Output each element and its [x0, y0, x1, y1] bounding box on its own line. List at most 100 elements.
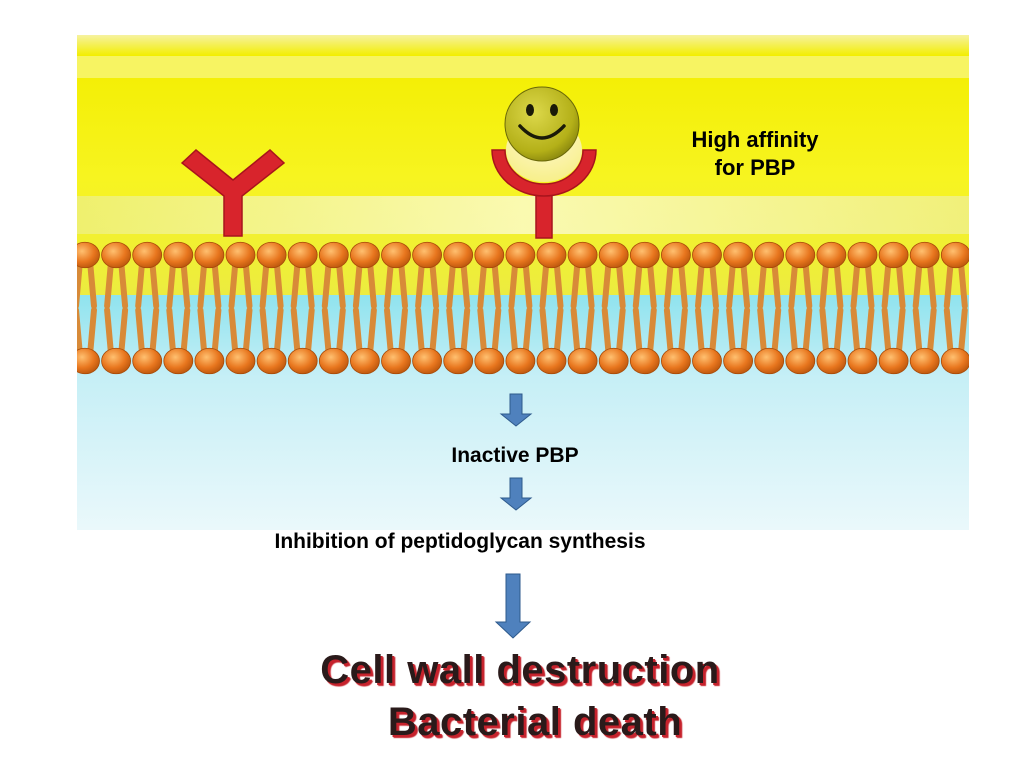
lipid-tail-upper — [508, 258, 533, 309]
lipid-tail-upper — [632, 258, 657, 309]
lipid-tail-lower — [104, 307, 129, 358]
lipid-tail-upper — [757, 258, 782, 309]
lipid-tail-upper — [290, 258, 315, 309]
lipid-tail-lower — [77, 307, 97, 358]
lipid-head-lower — [474, 347, 505, 375]
lipid-head-lower — [723, 347, 753, 375]
lipid-tail-upper — [477, 258, 502, 309]
arrow-down-icon — [494, 573, 532, 639]
lipid-head-upper — [692, 241, 722, 269]
lipid-head-lower — [101, 347, 131, 375]
lipid-head-upper — [536, 241, 567, 269]
lipid-head-lower — [661, 347, 691, 375]
lipid-head-lower — [381, 347, 411, 375]
lipid-head-upper — [754, 241, 785, 269]
lipid-head-lower — [940, 347, 969, 375]
lipid-head-lower — [443, 347, 474, 375]
lipid-head-upper — [101, 241, 131, 269]
lipid-tail-lower — [912, 307, 937, 358]
lipid-tail-lower — [850, 307, 875, 358]
lipid-tail-upper — [726, 258, 751, 309]
lipid-head-upper — [909, 241, 940, 269]
lipid-head-upper — [661, 241, 691, 269]
lipid-tail-lower — [508, 307, 533, 358]
lipid-tail-upper — [321, 258, 346, 309]
lipid-head-lower — [692, 347, 722, 375]
lipid-head-upper — [567, 241, 598, 269]
cytoplasm-region — [77, 295, 969, 530]
lipid-tail-upper — [384, 258, 408, 309]
bacterial-death-heading: Bacterial death — [387, 700, 683, 744]
lipid-head-lower — [349, 347, 380, 375]
periplasm-highlight-band — [77, 56, 969, 78]
lipid-tail-upper — [539, 258, 564, 309]
lipid-tail-lower — [539, 307, 564, 358]
lipid-head-lower — [505, 347, 536, 375]
lipid-tail-lower — [663, 307, 688, 358]
lipid-tail-lower — [290, 307, 315, 358]
lipid-head-upper — [598, 241, 629, 269]
lipid-tail-lower — [570, 307, 595, 358]
lipid-tail-upper — [943, 258, 968, 309]
lipid-tail-lower — [632, 307, 657, 358]
lipid-tail-upper — [197, 258, 222, 309]
lipid-head-lower — [909, 347, 940, 375]
lipid-tail-upper — [446, 258, 471, 309]
lipid-head-lower — [225, 347, 256, 375]
lipid-head-upper — [878, 241, 909, 269]
lipid-head-lower — [287, 347, 318, 375]
lipid-tail-lower — [197, 307, 222, 358]
lipid-tail-lower — [259, 307, 284, 358]
lipid-head-lower — [754, 347, 785, 375]
lipid-tail-upper — [850, 258, 875, 309]
lipid-head-upper — [163, 241, 194, 269]
inhibition-label: Inhibition of peptidoglycan synthesis — [274, 530, 646, 553]
lipid-head-lower — [785, 347, 816, 375]
lipid-head-upper — [77, 241, 100, 269]
inactive-pbp-label: Inactive PBP — [451, 444, 579, 467]
lipid-tail-upper — [788, 258, 813, 309]
affinity-line-1: High affinity — [691, 127, 819, 152]
lipid-tail-upper — [601, 258, 626, 309]
lipid-head-upper — [443, 241, 474, 269]
lipid-head-upper — [256, 241, 287, 269]
lipid-tail-upper — [415, 258, 440, 309]
lipid-tail-upper — [570, 258, 595, 309]
lipid-head-lower — [412, 347, 443, 375]
lipid-head-lower — [163, 347, 194, 375]
lipid-tail-lower — [446, 307, 471, 358]
lipid-tail-upper — [663, 258, 688, 309]
lipid-head-lower — [194, 347, 225, 375]
lipid-head-upper — [816, 241, 847, 269]
lipid-tail-lower — [415, 307, 440, 358]
lipid-head-lower — [567, 347, 598, 375]
lipid-head-upper — [785, 241, 816, 269]
lipid-head-lower — [598, 347, 629, 375]
lipid-tail-lower — [757, 307, 782, 358]
lipid-head-lower — [256, 347, 287, 375]
lipid-tail-upper — [819, 258, 844, 309]
affinity-line-2: for PBP — [714, 155, 796, 180]
lipid-head-upper — [381, 241, 411, 269]
lipid-head-lower — [816, 347, 847, 375]
lipid-head-lower — [77, 347, 100, 375]
lipid-head-lower — [536, 347, 567, 375]
y-shaped-pbp-receptor-icon — [180, 149, 286, 237]
high-affinity-label: High affinity for PBP — [660, 126, 850, 182]
lipid-head-lower — [318, 347, 349, 375]
lipid-head-upper — [412, 241, 443, 269]
lipid-tail-lower — [788, 307, 813, 358]
arrow-down-icon — [499, 393, 533, 427]
lipid-head-upper — [225, 241, 256, 269]
lipid-tail-lower — [695, 307, 719, 358]
lipid-tail-lower — [943, 307, 968, 358]
lipid-tail-lower — [477, 307, 502, 358]
lipid-head-upper — [318, 241, 349, 269]
lipid-tail-upper — [912, 258, 937, 309]
lipid-tail-lower — [352, 307, 377, 358]
phospholipid-bilayer — [77, 241, 969, 375]
periplasm-light-band — [77, 196, 969, 234]
lipid-head-upper — [629, 241, 660, 269]
lipid-tail-upper — [881, 258, 906, 309]
lipid-head-upper — [723, 241, 753, 269]
